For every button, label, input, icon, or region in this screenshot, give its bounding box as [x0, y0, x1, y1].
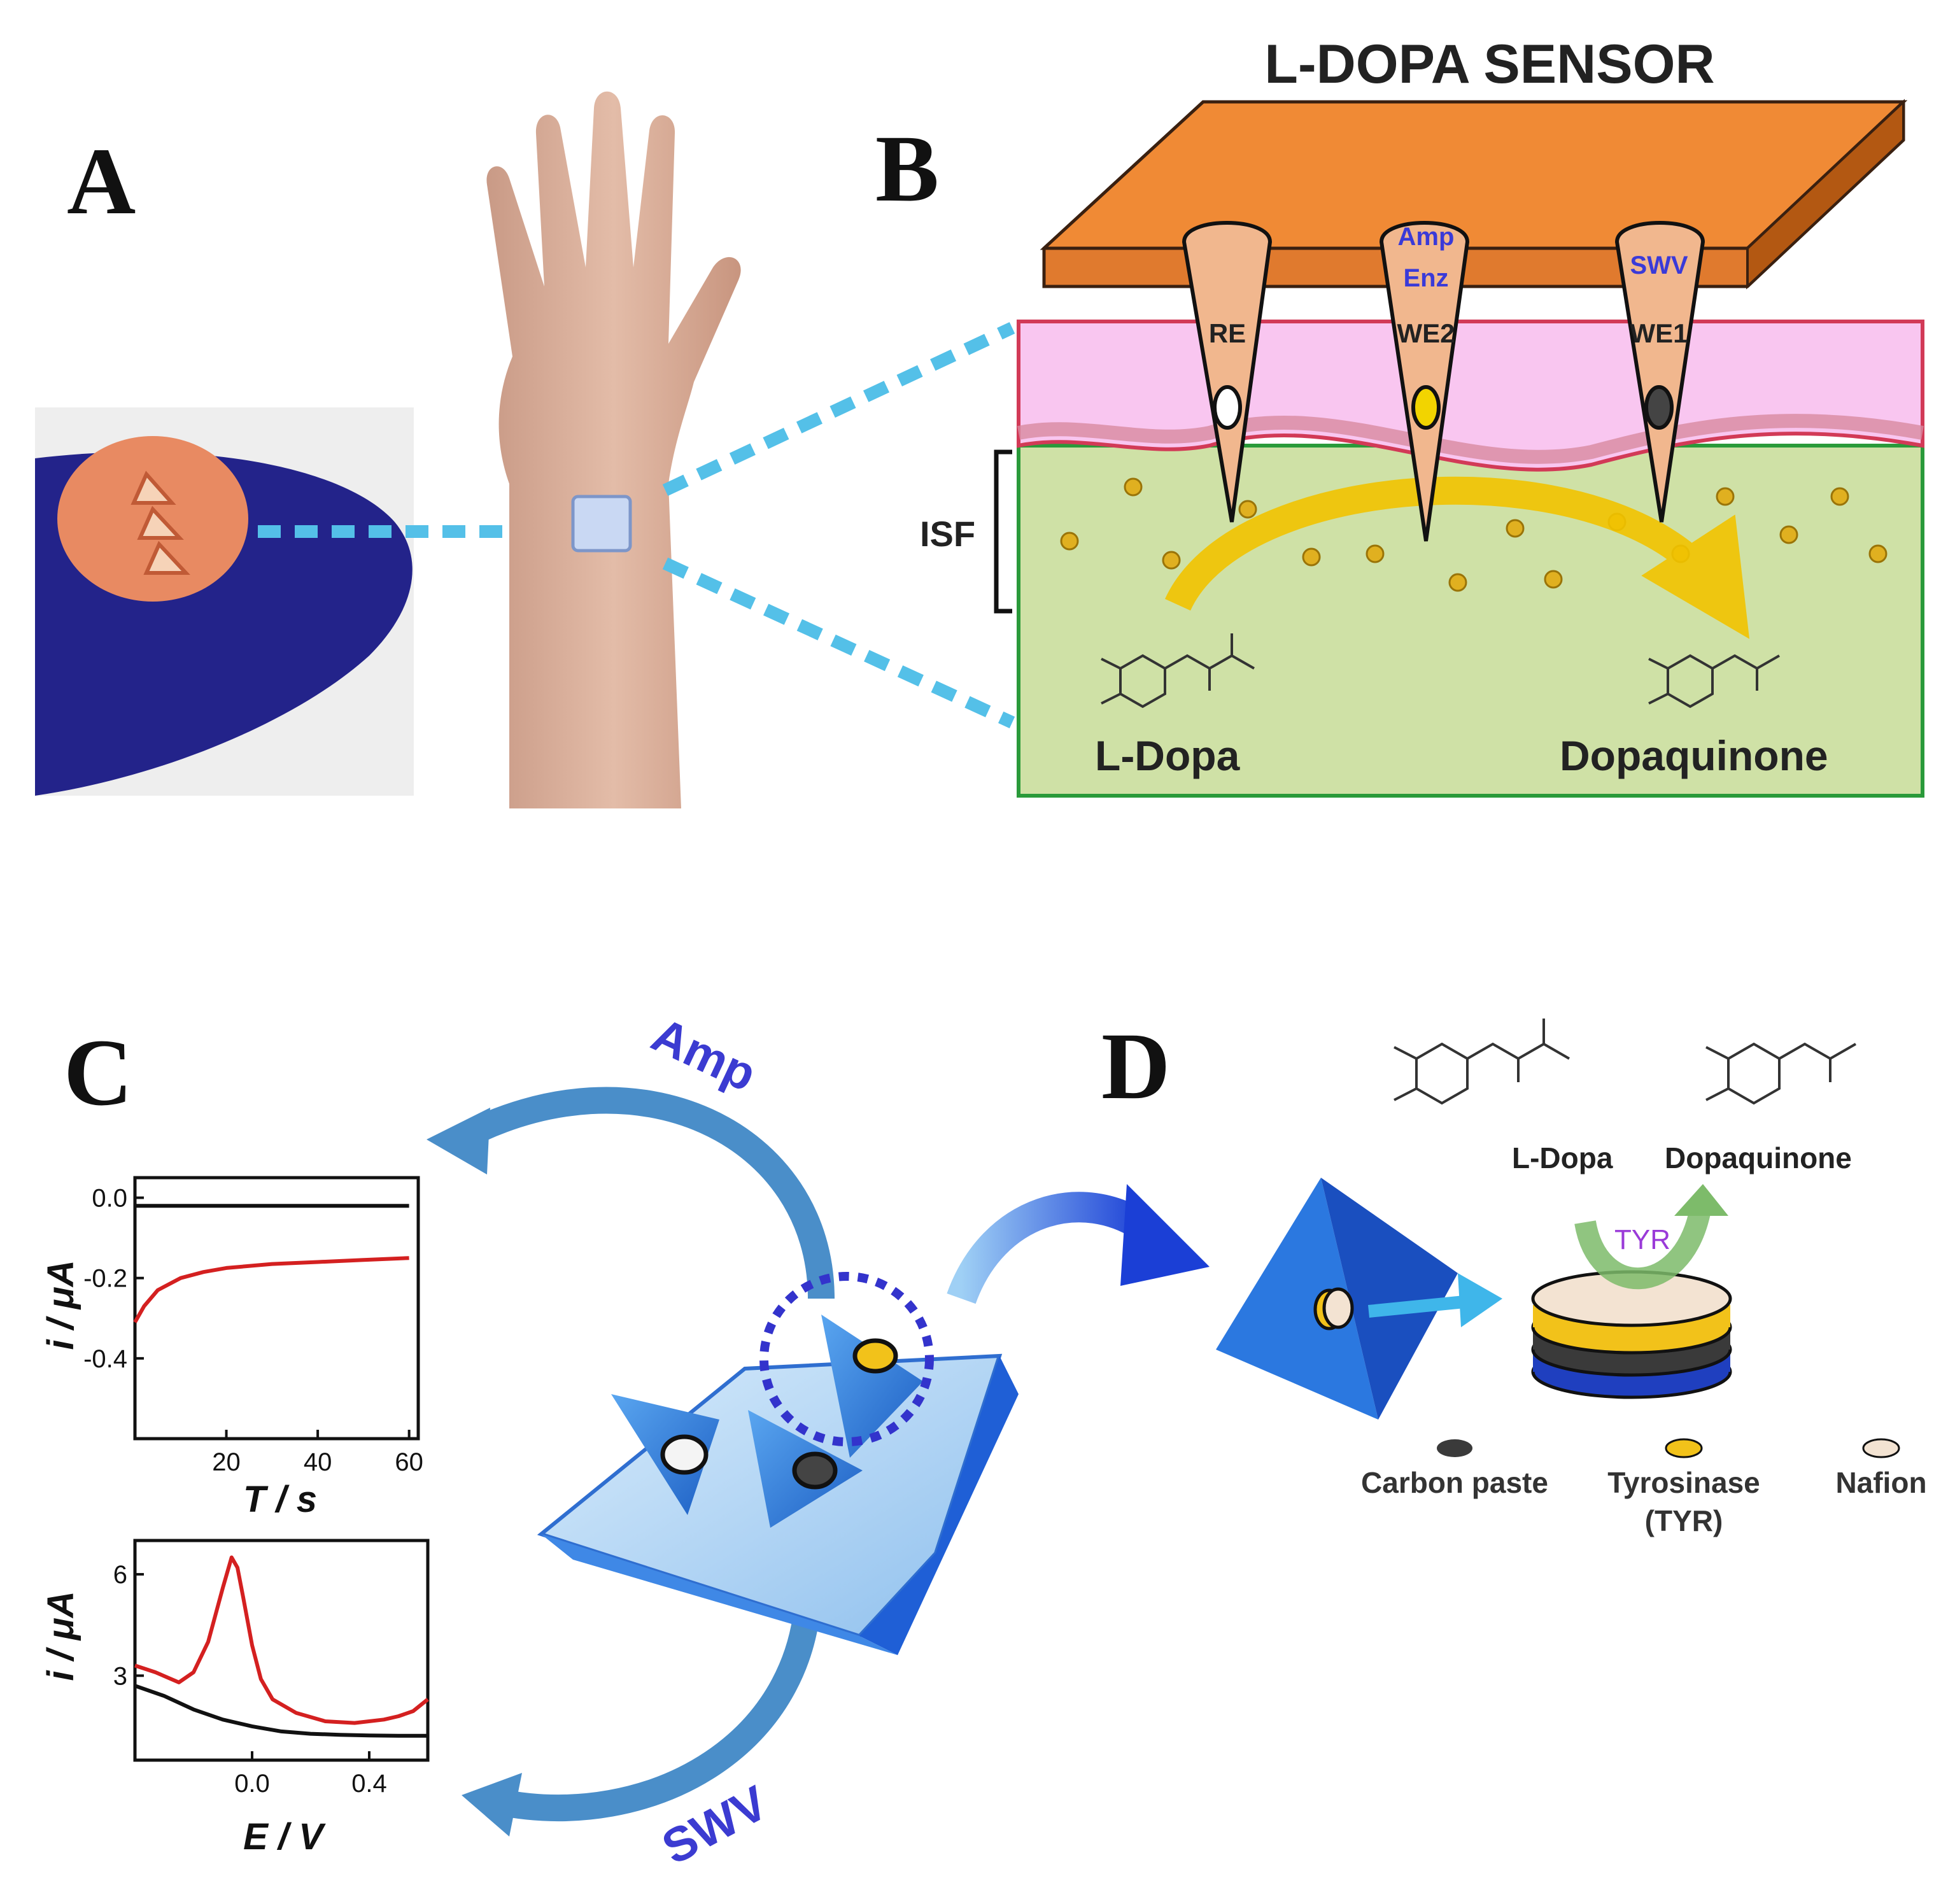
microneedle-center-dot — [792, 1451, 838, 1490]
conversion-arrow — [1164, 476, 1750, 639]
sensor-board — [1040, 99, 1908, 290]
y-tick-label: -0.4 — [83, 1345, 127, 1373]
legend-swatch-nafion — [1862, 1438, 1900, 1458]
electrode-we2: Amp Enz WE2 — [1379, 221, 1470, 542]
panel-label-c: C — [64, 1020, 132, 1125]
panel-d: TYR L-Dopa Dopaquinone Carbon paste Tyro… — [947, 1019, 1927, 1537]
hand-model — [486, 91, 741, 808]
skin-boundary — [1017, 414, 1924, 464]
microneedle-left-dot — [660, 1434, 709, 1475]
layer-arrow-head — [1458, 1273, 1502, 1327]
amp-arrow-head — [427, 1108, 490, 1174]
x-tick-label: 40 — [304, 1448, 332, 1476]
microneedle-right-dot — [852, 1338, 898, 1374]
electrode-we2-tag-enz: Enz — [1403, 264, 1448, 292]
isf-label: ISF — [920, 514, 975, 554]
panel-label-d: D — [1101, 1013, 1170, 1119]
x-tick-label: 20 — [212, 1448, 241, 1476]
panel-label-b: B — [875, 116, 939, 222]
enzyme-label: TYR — [1614, 1224, 1670, 1255]
electrode-we2-dot — [1411, 385, 1441, 430]
zoom-arrow — [947, 1192, 1155, 1304]
microneedle-right — [821, 1315, 923, 1458]
x-tick-label: 60 — [395, 1448, 423, 1476]
reactant-label-d: L-Dopa — [1512, 1141, 1613, 1174]
panel-b: L-DOPA SENSOR RE Amp Enz WE2 — [920, 34, 1924, 798]
y-tick-label: 6 — [113, 1561, 127, 1589]
legend-swatch-tyrosinase — [1665, 1438, 1703, 1458]
amp-plot-ylabel: i / μA — [40, 1260, 81, 1350]
isf-bracket — [994, 449, 1012, 614]
microneedle-center — [748, 1410, 863, 1528]
y-tick-label: 0.0 — [92, 1185, 127, 1213]
legend-swatch-carbon — [1437, 1439, 1472, 1457]
dopaquinone-structure-d — [1705, 1042, 1856, 1105]
x-tick-label: 0.4 — [351, 1770, 387, 1798]
amp-plot-area: 20 40 60 0.0 -0.2 -0.4 — [83, 1185, 423, 1476]
connector-line-lower — [662, 557, 1015, 729]
amp-arrow-label: Amp — [644, 1008, 764, 1102]
electrode-we2-tag-amp: Amp — [1398, 223, 1455, 251]
electrode-we1-dot — [1644, 385, 1674, 430]
legend-label-tyrosinase-abbr: (TYR) — [1645, 1504, 1723, 1537]
reactant-label-b: L-Dopa — [1095, 732, 1241, 779]
electrode-we1-label: WE1 — [1630, 318, 1688, 348]
swv-plot-frame — [133, 1539, 430, 1762]
swv-plot-xlabel: E / V — [243, 1816, 326, 1858]
tyr-arrow-head — [1674, 1184, 1728, 1216]
legend-label-nafion: Nafion — [1835, 1466, 1926, 1499]
electrode-re-dot — [1213, 385, 1242, 430]
electrode-we1: SWV WE1 — [1614, 221, 1705, 523]
connector-line-upper — [662, 321, 1015, 497]
swv-plot-ylabel: i / μA — [40, 1591, 81, 1681]
electrode-we2-label: WE2 — [1397, 318, 1455, 348]
single-microneedle-dot-white — [1322, 1287, 1354, 1329]
series-line-1 — [133, 1256, 409, 1323]
amp-plot-frame — [133, 1176, 420, 1441]
microneedle-left — [611, 1394, 719, 1515]
series-line-0 — [134, 1555, 429, 1725]
y-tick-label: 3 — [113, 1662, 127, 1690]
tyr-conversion-arrow — [1574, 1209, 1711, 1290]
legend-label-tyrosinase: Tyrosinase — [1607, 1466, 1760, 1499]
product-label-b: Dopaquinone — [1560, 732, 1828, 779]
legend-label-carbon: Carbon paste — [1361, 1466, 1548, 1499]
microneedle-array — [131, 470, 190, 575]
swv-arrow — [493, 1572, 822, 1821]
electrode-re-label: RE — [1209, 318, 1246, 348]
l-dopa-structure-b — [1101, 633, 1255, 709]
amp-arrow — [452, 1087, 835, 1299]
panel-label-a: A — [67, 129, 136, 234]
highlight-circle — [759, 1272, 934, 1446]
series-line-1 — [134, 1684, 428, 1738]
panel-a — [35, 91, 1015, 808]
wrist-sensor-patch — [571, 495, 632, 553]
amp-plot-xlabel: T / s — [243, 1479, 317, 1520]
swv-arrow-head — [462, 1773, 522, 1837]
sensor-title: L-DOPA SENSOR — [1264, 34, 1714, 95]
zoom-arrow-head — [1120, 1184, 1210, 1286]
y-tick-label: -0.2 — [83, 1265, 127, 1293]
electrode-re: RE — [1182, 221, 1273, 523]
single-microneedle — [1216, 1178, 1458, 1420]
swv-plot-area: 0.0 0.4 3 6 — [113, 1555, 429, 1798]
product-label-d: Dopaquinone — [1665, 1141, 1852, 1174]
layer-stack — [1531, 1270, 1732, 1399]
electrode-we1-tag-swv: SWV — [1630, 251, 1688, 279]
legend: Carbon paste Tyrosinase (TYR) Nafion — [1361, 1438, 1927, 1537]
layer-arrow — [1368, 1295, 1465, 1318]
x-tick-label: 0.0 — [234, 1770, 270, 1798]
l-dopa-structure-d — [1394, 1019, 1570, 1105]
dopaquinone-structure-b — [1648, 654, 1780, 709]
